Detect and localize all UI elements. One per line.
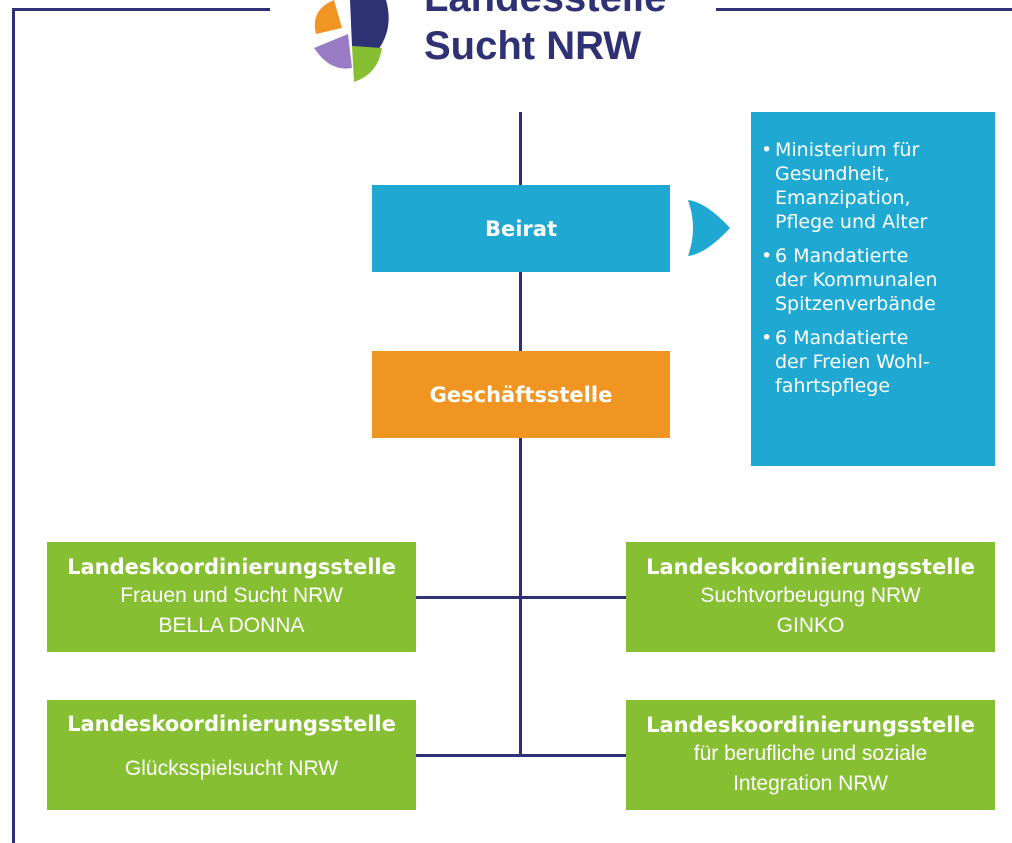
unit-box-bella-donna: Landeskoordinierungsstelle Frauen und Su… [47, 542, 416, 652]
frame-left-line [12, 8, 15, 843]
member-line: fahrtspflege [775, 375, 891, 397]
arrow-right-icon [688, 200, 730, 256]
geschaeftsstelle-label: Geschäftsstelle [429, 382, 613, 407]
unit-line: BELLA DONNA [158, 614, 305, 637]
frame-top-left-line [12, 8, 270, 11]
bullet-icon: • [761, 139, 773, 161]
connector-row1 [416, 596, 626, 599]
member-item: • 6 Mandatierte der Freien Wohl- fahrtsp… [761, 326, 987, 398]
unit-box-ginko: Landeskoordinierungsstelle Suchtvorbeugu… [626, 542, 995, 652]
member-item: • Ministerium für Gesundheit, Emanzipati… [761, 138, 987, 234]
member-line: 6 Mandatierte [775, 245, 909, 267]
beirat-label: Beirat [484, 216, 557, 241]
geschaeftsstelle-box: Geschäftsstelle [372, 351, 670, 438]
unit-line: Glücksspielsucht NRW [124, 757, 339, 780]
unit-title: Landeskoordinierungsstelle [67, 555, 396, 579]
logo-mark-icon [314, 0, 389, 82]
unit-line: GINKO [776, 614, 845, 637]
member-line: Emanzipation, [775, 187, 911, 209]
member-item: • 6 Mandatierte der Kommunalen Spitzenve… [761, 244, 987, 316]
frame-top-right-line [716, 8, 1012, 11]
unit-title: Landeskoordinierungsstelle [646, 713, 975, 737]
connector-top [519, 112, 522, 185]
member-line: der Freien Wohl- [775, 351, 930, 373]
member-line: Gesundheit, [775, 163, 890, 185]
bullet-icon: • [761, 327, 773, 349]
unit-line: Integration NRW [733, 772, 888, 795]
unit-line: für berufliche und soziale [693, 742, 928, 765]
connector-beirat-gs [519, 272, 522, 351]
member-line: Spitzenverbände [775, 293, 936, 315]
connector-row2 [416, 754, 626, 757]
unit-title: Landeskoordinierungsstelle [67, 712, 396, 736]
logo-line-2: Sucht NRW [424, 24, 642, 68]
unit-line: Suchtvorbeugung NRW [700, 584, 921, 607]
member-line: 6 Mandatierte [775, 327, 909, 349]
logo-text: Landesstelle Sucht NRW [424, 0, 666, 70]
member-line: Ministerium für [775, 139, 920, 161]
logo-line-1: Landesstelle [424, 0, 666, 22]
unit-title: Landeskoordinierungsstelle [646, 555, 975, 579]
unit-box-integration: Landeskoordinierungsstelle für beruflich… [626, 700, 995, 810]
beirat-box: Beirat [372, 185, 670, 272]
bullet-icon: • [761, 245, 773, 267]
logo: Landesstelle Sucht NRW [272, 0, 716, 86]
member-line: Pflege und Alter [775, 211, 928, 233]
unit-box-gluecksspiel: Landeskoordinierungsstelle Glücksspielsu… [47, 700, 416, 810]
beirat-members-panel: • Ministerium für Gesundheit, Emanzipati… [751, 112, 995, 466]
unit-line: Frauen und Sucht NRW [120, 584, 343, 607]
member-line: der Kommunalen [775, 269, 938, 291]
